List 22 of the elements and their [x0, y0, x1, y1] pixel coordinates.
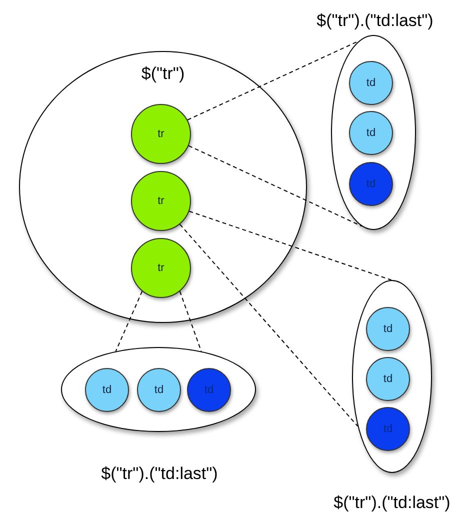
cell-circle: td	[349, 61, 393, 105]
cell-circle: td	[366, 407, 410, 451]
cell-circle: td	[366, 357, 410, 401]
dashed-line	[115, 290, 143, 352]
row-circle: tr	[131, 104, 191, 164]
dashed-line	[187, 40, 360, 120]
selector-label: $("tr").("td:last")	[316, 11, 434, 31]
dashed-line	[179, 224, 358, 427]
selector-label: $("tr").("td:last")	[332, 493, 452, 513]
selector-label: $("tr").("td:last")	[100, 464, 219, 484]
cell-circle: td	[366, 307, 410, 351]
dashed-line	[188, 145, 362, 227]
dashed-line	[188, 210, 392, 281]
dashed-line	[179, 290, 202, 352]
cell-circle: td	[187, 368, 231, 412]
cell-circle: td	[137, 368, 181, 412]
cell-circle: td	[349, 111, 393, 155]
cell-circle: td	[85, 368, 129, 412]
row-circle: tr	[131, 238, 191, 298]
row-circle: tr	[131, 171, 191, 231]
selector-label: $("tr")	[140, 64, 186, 84]
cell-circle: td	[349, 162, 393, 206]
